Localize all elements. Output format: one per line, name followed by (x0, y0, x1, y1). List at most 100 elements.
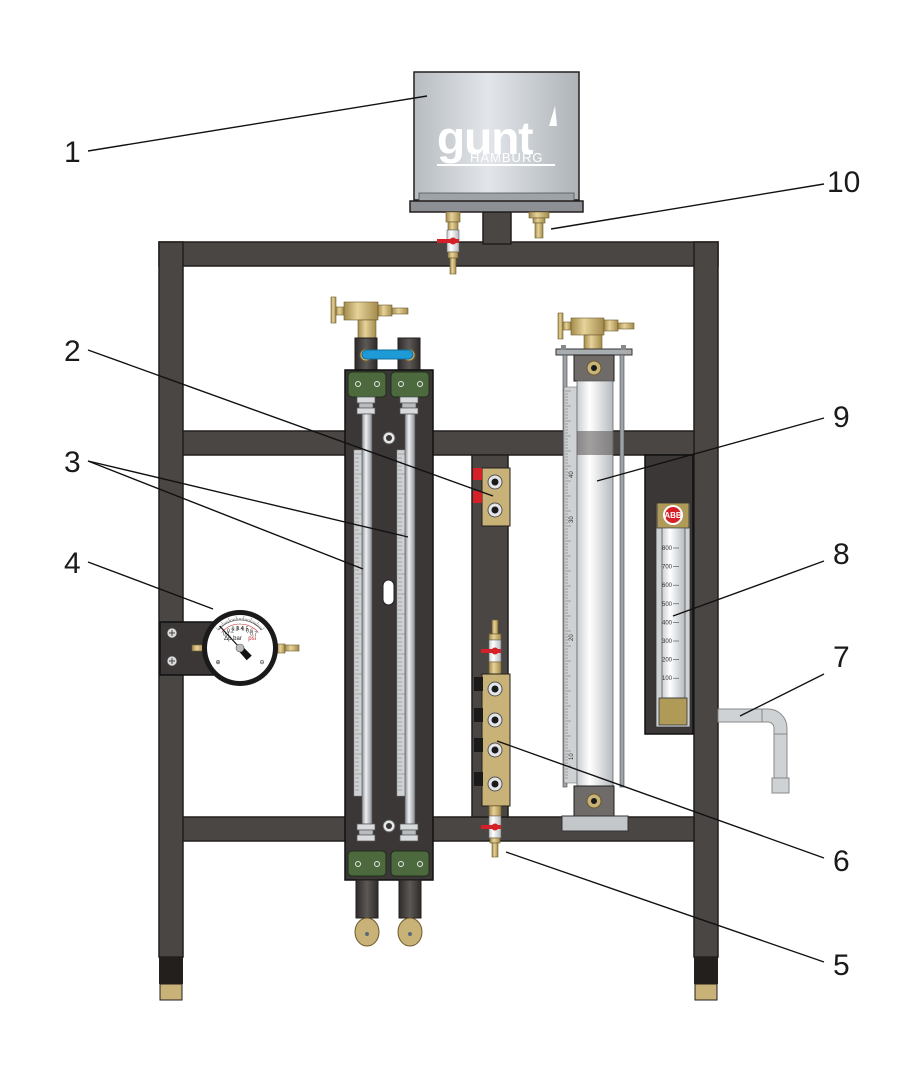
beam-behind-glass (577, 431, 613, 455)
gauge-scale-label: 0.6 (246, 628, 253, 634)
gauge-tick (227, 620, 229, 623)
gauge-tick (230, 619, 232, 622)
right-foot-pad (694, 957, 718, 984)
flowmeter-brand: ABB (664, 511, 682, 520)
cylinder-scale-label: 40 (569, 471, 575, 478)
twin-tube-manometer (330, 296, 434, 947)
gauge-tick (259, 626, 262, 629)
gauge-tick (253, 621, 256, 624)
lower-manifold (474, 619, 511, 858)
tank-body (413, 71, 580, 201)
gunt-logo: gunt HAMBURG (437, 106, 557, 166)
red-valve-handle[interactable] (481, 825, 501, 829)
manometer-top-valve[interactable] (330, 296, 409, 339)
gauge-tick (247, 619, 249, 622)
black-valve-lever[interactable] (474, 738, 483, 752)
flowmeter-scale-label: 300 (662, 639, 673, 645)
gauge-tick (252, 621, 254, 624)
tank-drain-valve[interactable] (437, 211, 461, 275)
frame-middle-beam (182, 430, 695, 456)
gauge-scale-label: 0.3 (232, 627, 239, 633)
callout-9: 9 (833, 401, 850, 434)
gauge-tick (226, 621, 228, 624)
right-tube-bottom-pipe (398, 879, 422, 919)
callout-10: 10 (827, 166, 860, 199)
callout-7: 7 (833, 641, 850, 674)
gauge-tick (251, 620, 253, 623)
cylinder-scale-label: 30 (569, 516, 575, 523)
gauge-scale-label: 0.5 (241, 627, 248, 633)
right-foot-cap (694, 983, 718, 1001)
tank-flange (409, 200, 584, 213)
gauge-tick (215, 627, 219, 631)
cylinder-scale-label: 20 (569, 634, 575, 641)
cylinder-scale-label: 10 (569, 753, 575, 760)
black-valve-lever[interactable] (474, 677, 483, 691)
red-valve-lever[interactable] (473, 491, 482, 503)
logo-underline (437, 164, 555, 166)
black-valve-lever[interactable] (474, 708, 483, 722)
tank-support-post (482, 211, 512, 245)
gauge-tick (248, 619, 250, 622)
red-valve-lever[interactable] (473, 468, 482, 480)
leader-2 (87, 349, 494, 497)
cylinder-scale-ticks (565, 390, 571, 779)
gauge-tick (261, 627, 265, 631)
leader-3b (87, 460, 364, 570)
leader-7 (739, 673, 825, 717)
callout-2: 2 (64, 335, 81, 368)
black-valve-lever[interactable] (474, 772, 483, 786)
gauge-minus-port: ⊖ (259, 660, 264, 666)
red-valve-handle[interactable] (437, 239, 459, 243)
gauge-tick (231, 619, 233, 622)
flowmeter-scale-label: 500 (662, 602, 673, 608)
leader-8 (672, 560, 825, 617)
water-tank: gunt HAMBURG (409, 71, 584, 275)
flowmeter-scale-label: 800 (662, 546, 673, 552)
frame-left-leg (158, 241, 184, 958)
gauge-scale-label: 0.2 (227, 628, 234, 634)
gauge-scale-label: 0.1 (223, 631, 230, 637)
gauge-tick (219, 625, 222, 628)
gauge-tick (255, 622, 257, 625)
logo-flourish (549, 106, 557, 126)
mount-block (390, 850, 430, 877)
leader-3a (87, 460, 409, 538)
support-frame (158, 211, 719, 1001)
tank-base-band (418, 192, 575, 202)
callout-labels: 1 2 3 4 5 6 7 8 9 10 (64, 136, 860, 982)
logo-city-text: HAMBURG (470, 150, 543, 165)
leader-10 (550, 183, 825, 230)
blue-connecting-hose (361, 349, 414, 360)
callout-5: 5 (833, 949, 850, 982)
gauge-tick (228, 618, 230, 623)
gauge-tick (217, 627, 220, 630)
leader-5 (505, 851, 825, 963)
flowmeter-scale-label: 400 (662, 620, 673, 626)
gauge-unit-label: Δp bar psi (224, 627, 256, 644)
mount-block (347, 371, 387, 398)
logo-brand-text: gunt (437, 112, 533, 164)
callout-6: 6 (833, 845, 850, 878)
backboard-slot (382, 579, 395, 606)
gauge-unit-bar: Δp bar (224, 636, 242, 642)
gauge-scale-label: 0.4 (237, 626, 244, 632)
cylinder-base (561, 815, 629, 832)
callout-1: 1 (64, 136, 81, 169)
gauge-scale-label: 0.7 (250, 631, 257, 637)
leader-4 (87, 561, 214, 610)
callout-leader-lines (87, 95, 825, 963)
red-valve-handle[interactable] (481, 649, 501, 653)
callout-4: 4 (64, 547, 81, 580)
differential-pressure-gauge: 0.10.20.30.40.50.60.7 Δp bar psi ⊕ ⊖ (159, 610, 300, 686)
gauge-tick (257, 624, 259, 627)
callout-8: 8 (833, 538, 850, 571)
mount-block (347, 850, 387, 877)
gauge-needle (219, 625, 252, 661)
gauge-tick (221, 624, 223, 627)
cylinder-scale (563, 386, 578, 784)
cylinder-top-valve[interactable] (557, 312, 635, 352)
